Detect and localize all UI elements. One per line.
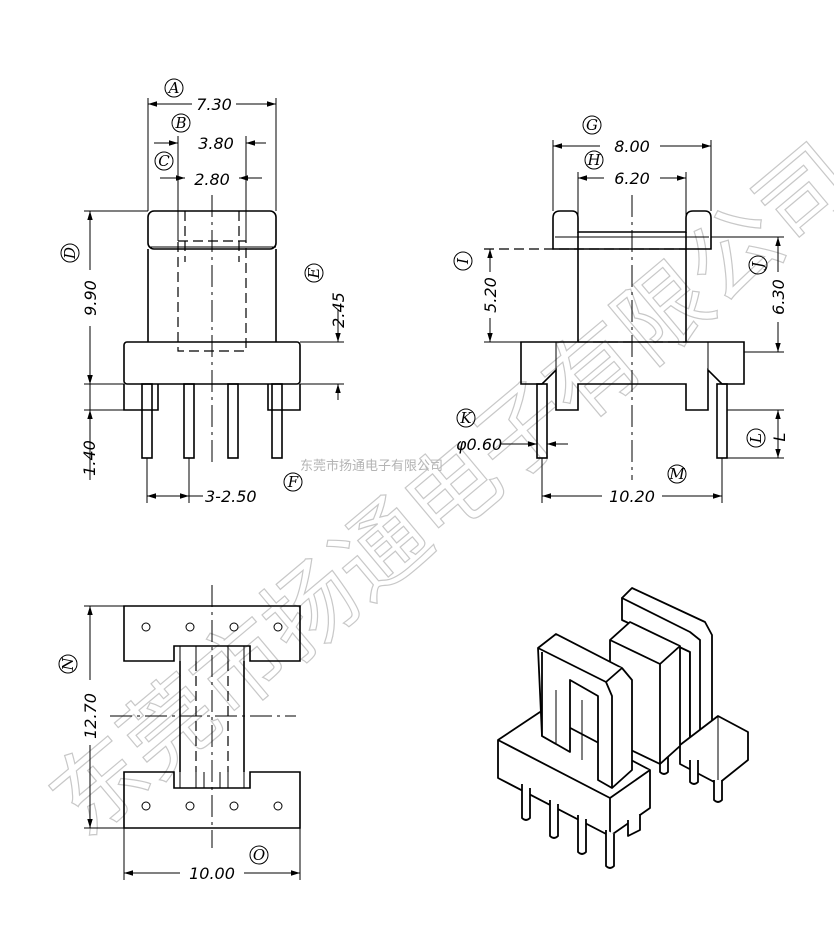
dim-B-value: 3.80 [198, 134, 234, 153]
dim-O-value: 10.00 [189, 864, 235, 883]
bottom-block [123, 771, 301, 829]
pin [227, 383, 239, 459]
dim-H-value: 6.20 [614, 169, 650, 188]
bottom-view: N 12.70 O 10.00 [58, 585, 301, 883]
dim-D-label: D [61, 247, 79, 260]
top-block [123, 605, 301, 662]
dim-J-value: 6.30 [769, 279, 788, 315]
dim-C-label: C [158, 152, 170, 170]
dim-C-value: 2.80 [194, 170, 230, 189]
dim-G-label: G [586, 116, 598, 134]
dim-I-label: I [454, 257, 472, 265]
dim-A-label: A [167, 79, 180, 97]
dim-J-label: J [749, 261, 767, 271]
pin [183, 383, 195, 459]
dim-A-value: 7.30 [196, 95, 232, 114]
dim-L-label-circle: L [747, 433, 765, 444]
dim-L-value: L [770, 433, 789, 442]
dim-E-label: E [305, 267, 323, 279]
dim-B-label: B [174, 114, 186, 132]
pin [271, 383, 283, 459]
dim-K-value: φ0.60 [456, 435, 502, 454]
dim-D-value: 9.90 [81, 280, 100, 316]
dim-H-label: H [586, 151, 601, 169]
dim-M-value: 10.20 [609, 487, 655, 506]
base [520, 341, 745, 411]
dim-I-value: 5.20 [481, 277, 500, 313]
dim-N-label: N [59, 657, 77, 672]
dim-F-label: F [287, 473, 299, 491]
base [123, 341, 301, 385]
front-view: A 7.30 B 3.80 C 2.80 D 9.90 E 2.45 [60, 78, 348, 506]
dim-E-value: 2.45 [329, 292, 348, 328]
dim-M-label: M [668, 465, 685, 483]
side-view: G 8.00 H 6.20 I 5.20 J 6.30 K φ0.60 [453, 115, 789, 506]
dim-G-value: 8.00 [614, 137, 650, 156]
watermark-small: 东莞市扬通电子有限公司 [300, 458, 443, 474]
dim-N-value: 12.70 [81, 693, 100, 739]
pin [141, 383, 153, 459]
dim-pin-value: 1.40 [80, 440, 99, 476]
dim-K-label: K [459, 409, 472, 427]
pin [716, 383, 728, 459]
dim-F-value: 3-2.50 [205, 487, 257, 506]
dim-O-label: O [253, 846, 265, 864]
isometric-view [497, 587, 749, 869]
